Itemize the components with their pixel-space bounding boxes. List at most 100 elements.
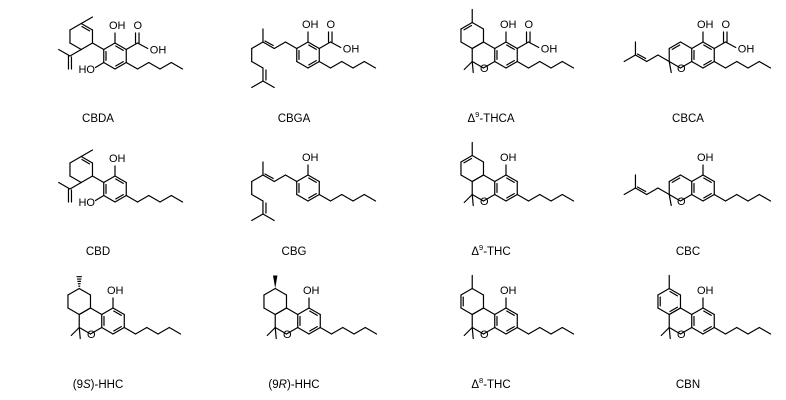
hydroxyl-label: OH [109, 20, 126, 32]
double-bond [115, 194, 124, 200]
caption-part-name: CBGA [277, 113, 311, 125]
geranyl-bond [284, 41, 298, 50]
aromatic-ring-bond [103, 61, 116, 70]
double-bond [308, 177, 317, 183]
aromatic-ring-bond [691, 174, 704, 183]
aromatic-ring-bond [307, 60, 320, 69]
caption-part-name: CBD [85, 246, 111, 258]
aromatic-ring-bond [114, 175, 127, 184]
caption-part-sup: 9 [475, 110, 480, 120]
side-chain-double-bond [636, 186, 647, 193]
double-bond [506, 44, 515, 50]
methyl-bond [668, 60, 672, 74]
pentyl-chain-bond [550, 60, 563, 69]
compound-name-label: CBDA [0, 112, 196, 126]
aromatic-ring-bond [307, 174, 320, 183]
pentyl-chain-bond [148, 194, 161, 203]
aromatic-ring-bond [296, 60, 309, 69]
pyran-bond [679, 307, 693, 316]
methyl-bond [471, 60, 474, 74]
terpene-ring-bond [69, 22, 82, 31]
pyran-bond [89, 307, 103, 316]
pyran-bond [668, 326, 682, 335]
double-bond [703, 60, 712, 66]
double-bond [506, 193, 515, 199]
hydroxyl-label: OH [500, 152, 517, 164]
pentyl-chain-bond [364, 326, 378, 335]
compound-name-label: CBG [196, 245, 392, 259]
pentyl-chain-bond [539, 193, 552, 202]
double-bond [115, 61, 124, 67]
terpene-ring-bond [80, 175, 94, 184]
caption-part-prefix: Δ [467, 113, 476, 125]
double-bond [309, 310, 318, 316]
pentyl-chain-bond [758, 326, 772, 335]
ether-oxygen-label: O [480, 63, 489, 75]
aromatic-ring-bond [505, 307, 518, 316]
aromatic-ring-bond [296, 193, 309, 202]
pyran-bond [471, 193, 485, 202]
structure-drawing: OH O [460, 141, 575, 208]
pyran-bond [482, 326, 496, 335]
terpene-ring-bond [471, 287, 485, 296]
pentyl-bond [516, 60, 530, 69]
pentyl-chain-bond [159, 61, 172, 70]
pentyl-chain-bond [134, 326, 148, 335]
pentyl-chain-bond [342, 326, 355, 335]
caption-part-sup: 8 [479, 376, 484, 386]
methyl-bond [58, 48, 71, 57]
caption-part-post: )- [286, 379, 295, 391]
pyran-bond [471, 326, 485, 335]
pentyl-chain-bond [539, 326, 552, 335]
pentyl-chain-bond [352, 193, 365, 202]
pentyl-chain-bond [550, 326, 563, 335]
aryl-terpene-bond [91, 175, 105, 184]
carboxyl-bond [516, 41, 530, 50]
structure-drawing: OHO [460, 274, 575, 341]
aromatic-ring-bond [702, 193, 715, 202]
ether-oxygen-label: O [480, 196, 489, 208]
terpene-ring-bond [80, 42, 94, 51]
aromatic-ring-bond [112, 307, 125, 316]
pyran-bond [482, 60, 496, 69]
pentyl-chain-bond [561, 193, 575, 202]
chromene-bond [668, 60, 682, 69]
double-bond [113, 326, 122, 332]
aromatic-ring-bond [494, 41, 507, 50]
aromatic-ring-bond [297, 326, 310, 335]
pentyl-bond [319, 326, 333, 335]
pentyl-bond [123, 326, 137, 335]
double-bond [669, 306, 679, 313]
aromatic-ring-bond [296, 174, 309, 183]
caption-part-name: CBN [675, 379, 701, 391]
double-bond [115, 45, 124, 51]
terpene-ring-bond [69, 155, 82, 164]
geranyl-bond [251, 193, 264, 202]
aromatic-ring-bond [505, 60, 518, 69]
caption-part-stereo: S [82, 379, 91, 391]
pentyl-chain-bond [724, 193, 738, 202]
aromatic-ring-bond [691, 326, 704, 335]
pentyl-chain-bond [758, 60, 772, 69]
geranyl-bond [251, 174, 264, 183]
geranyl-double-bond [262, 41, 275, 50]
caption-part-name: CBG [281, 246, 307, 258]
pentyl-chain-bond [363, 60, 377, 69]
terpene-ring-bond [471, 174, 485, 183]
caption-part-name: THC [487, 246, 511, 258]
aromatic-ring-bond [494, 326, 507, 335]
terpene-ring-bond [274, 307, 288, 316]
stereo-wedge-bond [273, 275, 278, 289]
double-bond [308, 60, 317, 66]
caption-part-name: THCA [483, 113, 515, 125]
aromatic-ring-bond [702, 174, 715, 183]
methyl-bond [80, 149, 94, 158]
pentyl-chain-bond [736, 326, 749, 335]
aromatic-ring-bond [114, 42, 127, 51]
hydroxyl-label: OH [302, 19, 319, 31]
methyl-bond [70, 326, 80, 337]
hydroxyl-bond [94, 61, 105, 69]
pyran-bond [471, 60, 485, 69]
